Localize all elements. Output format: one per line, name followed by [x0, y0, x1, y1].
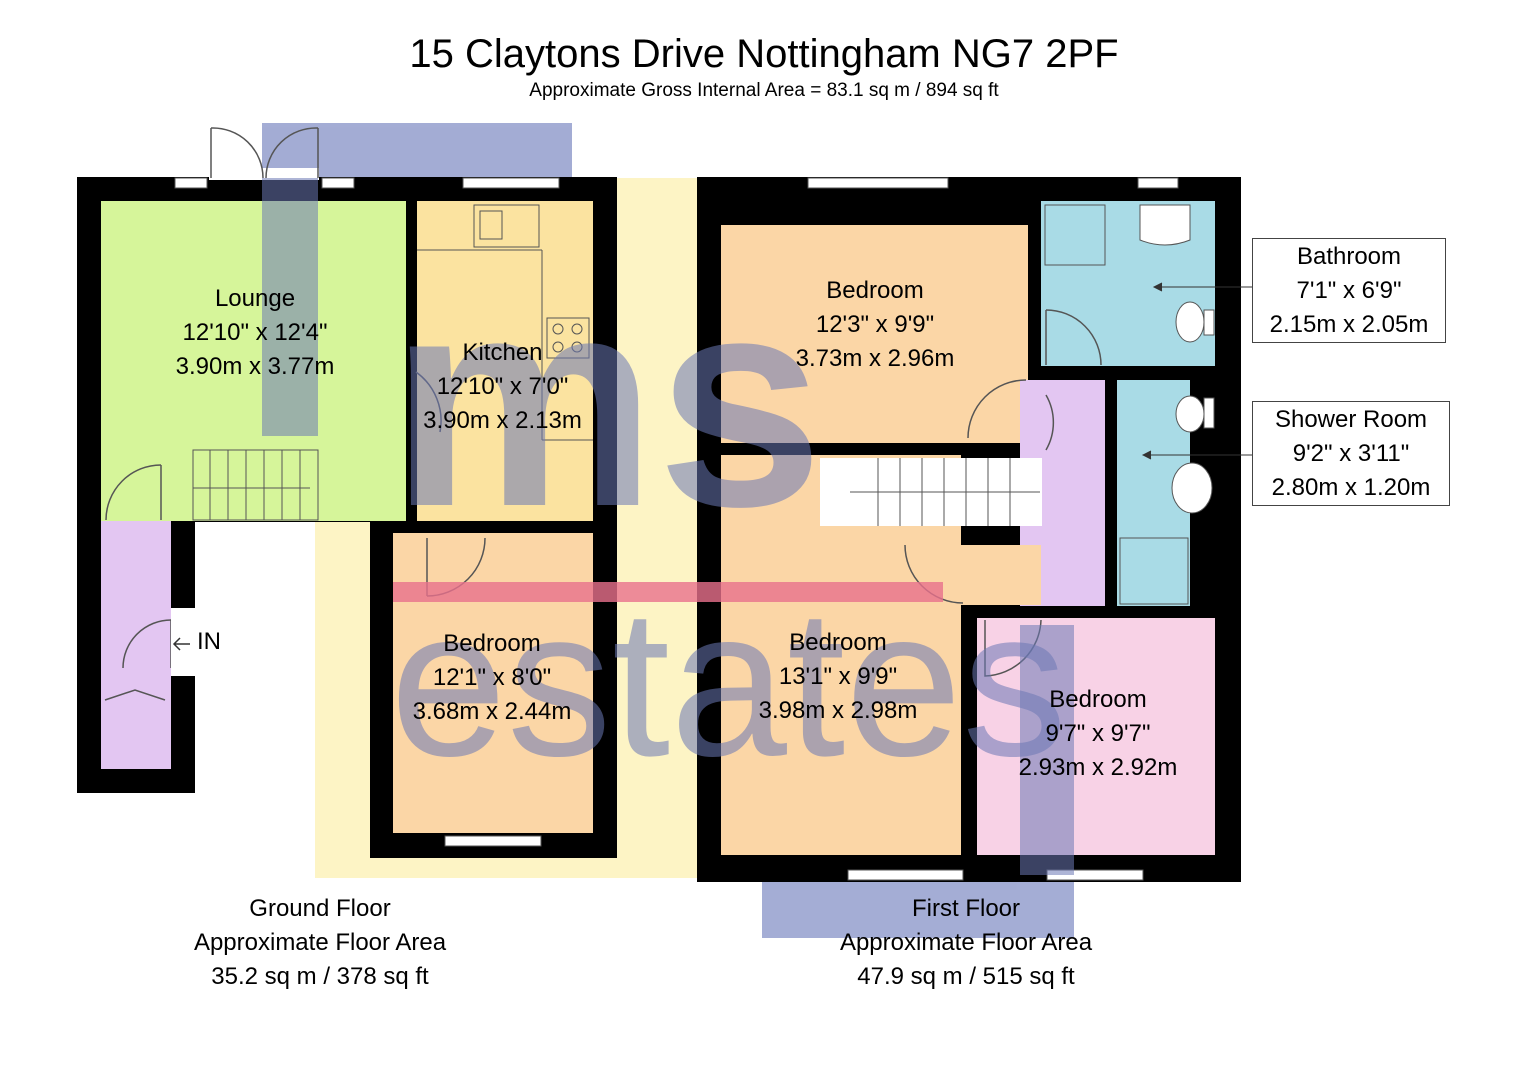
entrance-hall	[101, 521, 171, 769]
entrance-arrow-icon	[172, 637, 190, 651]
ground-floor	[77, 127, 617, 858]
room-name: Bathroom	[1296, 243, 1402, 270]
room-name: Bedroom	[826, 277, 924, 304]
entrance-label: IN	[197, 628, 221, 655]
first-bedroom-rear-label: Bedroom 13'1" x 9'9" 3.98m x 2.98m	[728, 626, 948, 728]
room-metric: 2.93m x 2.92m	[1018, 754, 1178, 781]
svg-text:ms: ms	[390, 233, 824, 569]
watermark-blue-base	[762, 878, 1074, 938]
kitchen-fittings	[417, 204, 593, 441]
bath-fittings	[1044, 204, 1215, 605]
floor-caption: Approximate Floor Area	[839, 929, 1093, 956]
room-imperial: 9'2" x 3'11"	[1292, 440, 1410, 467]
room-name: Bedroom	[789, 629, 887, 656]
page-subtitle: Approximate Gross Internal Area = 83.1 s…	[529, 80, 999, 101]
room-metric: 3.90m x 2.13m	[423, 407, 582, 434]
room-name: Bedroom	[1049, 686, 1147, 713]
kitchen-label: Kitchen 12'10" x 7'0" 3.90m x 2.13m	[410, 336, 595, 438]
ground-bedroom-label: Bedroom 12'1" x 8'0" 3.68m x 2.44m	[392, 627, 592, 729]
room-metric: 3.98m x 2.98m	[758, 697, 918, 724]
room-imperial: 9'7" x 9'7"	[1045, 720, 1151, 747]
room-name: Kitchen	[462, 339, 543, 366]
first-floor	[697, 177, 1241, 882]
room-metric: 3.90m x 3.77m	[175, 353, 335, 380]
ground-floor-caption: Ground Floor Approximate Floor Area 35.2…	[160, 892, 480, 994]
entrance-opening	[171, 608, 195, 676]
ground-windows	[174, 177, 560, 847]
room-imperial: 13'1" x 9'9"	[778, 663, 898, 690]
room-imperial: 12'3" x 9'9"	[815, 311, 935, 338]
first-bedroom-small-label: Bedroom 9'7" x 9'7" 2.93m x 2.92m	[988, 683, 1208, 785]
room-imperial: 7'1" x 6'9"	[1296, 277, 1402, 304]
room-metric: 3.73m x 2.96m	[795, 345, 955, 372]
room-imperial: 12'1" x 8'0"	[432, 664, 552, 691]
bathroom-label: Bathroom 7'1" x 6'9" 2.15m x 2.05m	[1252, 238, 1446, 343]
page-title: 15 Claytons Drive Nottingham NG7 2PF	[409, 32, 1119, 76]
room-name: Shower Room	[1274, 406, 1428, 433]
lounge-label: Lounge 12'10" x 12'4" 3.90m x 3.77m	[150, 282, 360, 384]
room-metric: 3.68m x 2.44m	[412, 698, 572, 725]
room-metric: 2.15m x 2.05m	[1269, 311, 1429, 338]
label-leaders	[1141, 282, 1253, 460]
lounge-room	[101, 201, 406, 521]
shower-room-label: Shower Room 9'2" x 3'11" 2.80m x 1.20m	[1252, 401, 1450, 506]
floor-area: 35.2 sq m / 378 sq ft	[211, 963, 429, 990]
room-name: Bedroom	[443, 630, 541, 657]
first-floor-caption: First Floor Approximate Floor Area 47.9 …	[806, 892, 1126, 994]
floor-name: Ground Floor	[249, 895, 391, 922]
room-metric: 2.80m x 1.20m	[1271, 474, 1431, 501]
first-bedroom-small-room	[977, 618, 1215, 855]
room-imperial: 12'10" x 7'0"	[436, 373, 569, 400]
french-doors	[209, 127, 319, 180]
watermark-letters: ms estates	[262, 178, 1074, 875]
floor-name: First Floor	[912, 895, 1020, 922]
kitchen-room	[417, 201, 593, 521]
ground-stairs	[192, 449, 319, 521]
room-name: Lounge	[214, 285, 296, 312]
first-bedroom-front-label: Bedroom 12'3" x 9'9" 3.73m x 2.96m	[765, 274, 985, 376]
svg-text:estates: estates	[390, 565, 1067, 800]
landing-lower	[961, 545, 1041, 605]
floor-area: 47.9 sq m / 515 sq ft	[857, 963, 1075, 990]
room-imperial: 12'10" x 12'4"	[182, 319, 328, 346]
floor-caption: Approximate Floor Area	[193, 929, 447, 956]
first-stairs	[820, 458, 1042, 526]
first-windows	[807, 177, 1179, 881]
